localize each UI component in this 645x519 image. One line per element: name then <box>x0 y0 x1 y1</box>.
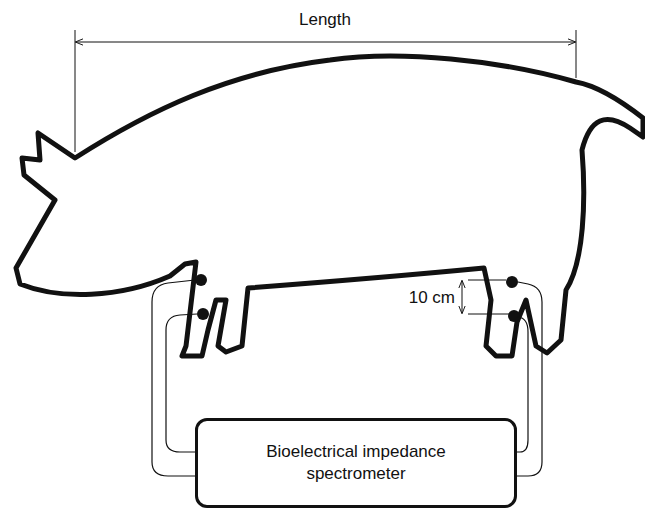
electrode <box>197 308 209 320</box>
extension-line <box>576 30 577 78</box>
extension-line <box>468 280 506 281</box>
dimension-arrow <box>76 42 575 43</box>
dimension-label: Length <box>299 11 351 30</box>
electrode <box>506 276 518 288</box>
dimension-arrow <box>462 281 463 313</box>
electrode-wire <box>166 314 197 452</box>
pig-outline <box>16 56 643 356</box>
electrode <box>508 310 520 322</box>
box-label: Bioelectrical impedance spectrometer <box>231 441 481 485</box>
electrode-wire <box>516 282 542 476</box>
extension-line <box>468 314 510 315</box>
electrode-wire <box>516 316 528 452</box>
electrode <box>195 274 207 286</box>
dimension-value: 10 cm <box>409 289 455 308</box>
extension-line <box>75 30 76 152</box>
instrument-box: Bioelectrical impedance spectrometer <box>195 418 517 508</box>
electrode-wire <box>152 280 196 476</box>
